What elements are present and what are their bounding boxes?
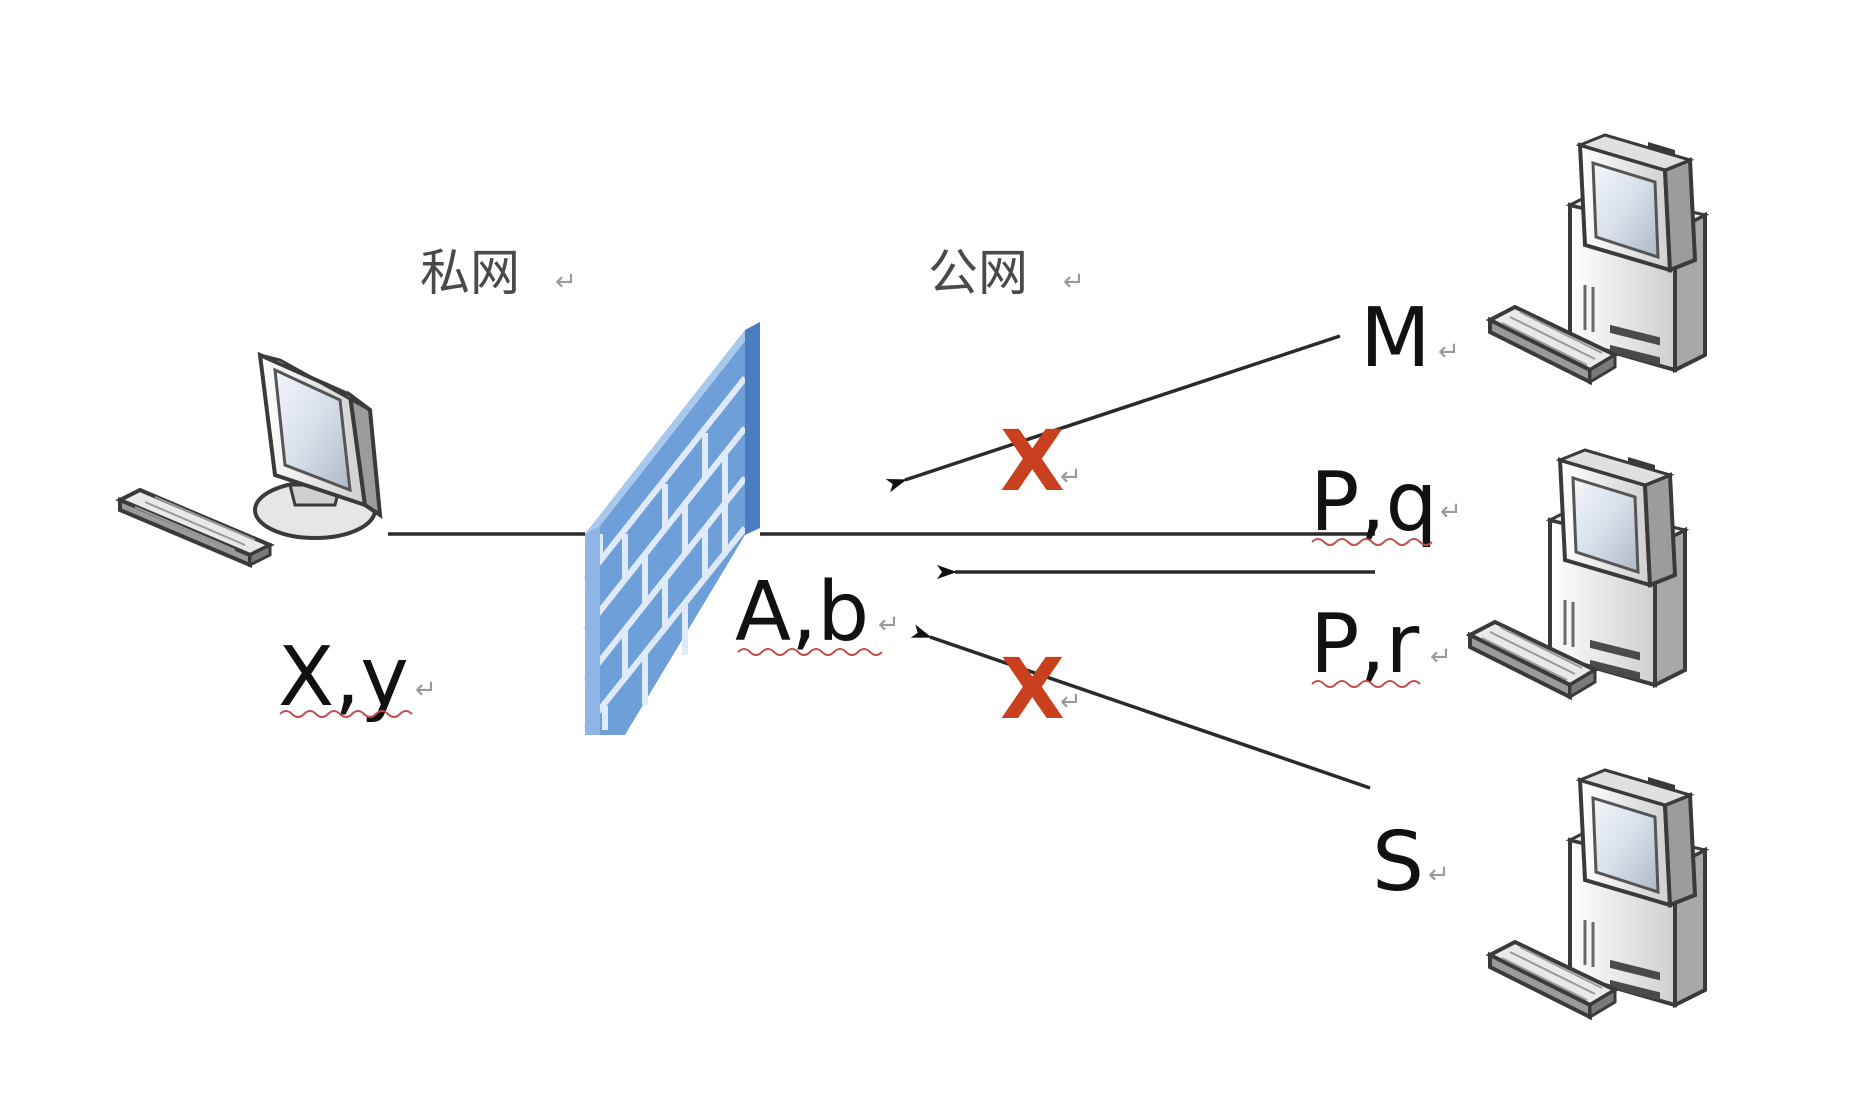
paragraph-mark: ↵: [1440, 497, 1462, 527]
computer-icon-internal-host: [118, 353, 382, 567]
paragraph-mark: ↵: [1428, 860, 1450, 890]
computer-icon-host-p: [1468, 448, 1687, 699]
spellcheck-underline: [1311, 680, 1421, 688]
paragraph-mark: ↵: [1438, 337, 1460, 367]
host-s-label: S: [1372, 815, 1424, 910]
arrow-icon-blocked-m: [885, 334, 1341, 493]
spellcheck-underline: [279, 710, 413, 718]
computer-icon-host-s: [1488, 768, 1707, 1019]
nat-external-label: A,b: [735, 565, 869, 660]
blocked-mark-s: X: [1000, 640, 1065, 738]
paragraph-mark: ↵: [415, 675, 437, 705]
paragraph-mark: ↵: [878, 610, 900, 640]
host-m-label: M: [1360, 291, 1431, 386]
arrow-icon-blocked-s: [910, 624, 1371, 790]
firewall-icon: [582, 322, 760, 735]
paragraph-mark: ↵: [1063, 267, 1085, 297]
paragraph-mark: ↵: [1430, 642, 1452, 672]
blocked-mark-m: X: [1000, 412, 1065, 510]
public-network-label: 公网: [928, 244, 1028, 302]
private-network-label: 私网: [420, 244, 520, 302]
host-p-q-label: P,q: [1310, 455, 1438, 550]
paragraph-mark: ↵: [1060, 687, 1082, 717]
spellcheck-underline: [1311, 538, 1433, 546]
paragraph-mark: ↵: [555, 267, 577, 297]
computer-icon-host-m: [1488, 133, 1707, 384]
host-p-r-label: P,r: [1310, 597, 1420, 692]
spellcheck-underline: [737, 648, 883, 656]
internal-host-label: X,y: [278, 630, 409, 725]
paragraph-mark: ↵: [1060, 462, 1082, 492]
